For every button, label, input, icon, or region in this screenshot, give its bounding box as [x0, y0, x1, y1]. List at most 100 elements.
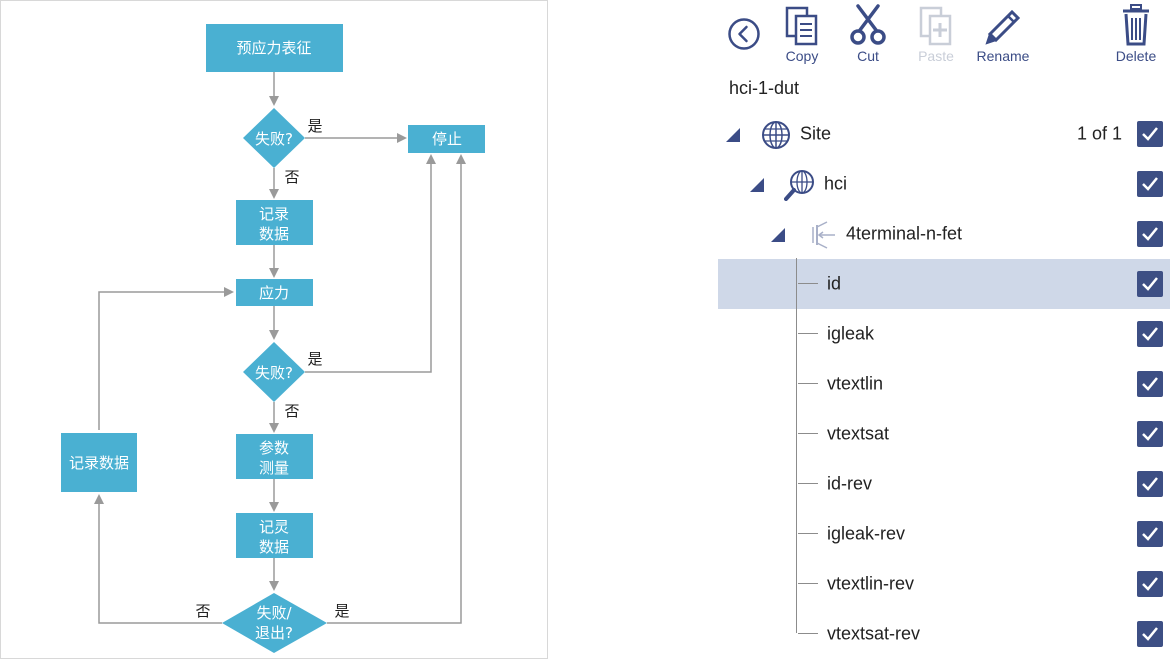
tree-row-test-igleak-rev[interactable]: igleak-rev	[718, 509, 1170, 559]
globe-search-icon	[784, 170, 814, 201]
checkmark-icon	[1142, 327, 1158, 341]
tree-row-test-vtextsat[interactable]: vtextsat	[718, 409, 1170, 459]
tree-connector	[798, 333, 818, 334]
decision3-diamond	[222, 593, 327, 653]
arrow-d3-to-side	[94, 494, 222, 624]
test-label: id	[827, 273, 842, 294]
decision3-yes-label: 是	[334, 602, 349, 620]
site-count: 1 of 1	[1076, 123, 1122, 144]
arrow-side-to-stress	[98, 287, 234, 430]
cut-button[interactable]: Cut	[846, 0, 890, 70]
tree-connector	[798, 583, 818, 584]
decision1-diamond	[243, 108, 305, 168]
tree-row-test-vtextlin[interactable]: vtextlin	[718, 359, 1170, 409]
delete-label: Delete	[1115, 48, 1157, 64]
tree-connector	[798, 483, 818, 484]
tree-connector	[798, 283, 818, 284]
transistor-icon	[812, 221, 835, 249]
decision2-yes-label: 是	[307, 350, 322, 368]
record2-box	[236, 513, 313, 558]
tree-row-test-vtextlin-rev[interactable]: vtextlin-rev	[718, 559, 1170, 609]
expand-triangle-icon[interactable]	[725, 127, 741, 143]
decision1-yes-label: 是	[307, 117, 322, 135]
test-checkbox[interactable]	[1137, 421, 1163, 447]
delete-button[interactable]: Delete	[1112, 0, 1160, 70]
checkmark-icon	[1142, 627, 1158, 641]
flowchart-panel: 预应力表征 失败? 停止 记录 数据 应力 失败? 参数 测量 记灵 数据 失败…	[0, 0, 548, 659]
hci-checkbox[interactable]	[1137, 171, 1163, 197]
checkmark-icon	[1142, 227, 1158, 241]
paste-button[interactable]: Paste	[912, 0, 960, 70]
decision2-diamond	[243, 342, 305, 402]
record1-text-line1: 记录	[259, 205, 289, 223]
test-label: vtextsat	[827, 423, 890, 444]
checkmark-icon	[1142, 277, 1158, 291]
tree-row-test-vtextsat-rev[interactable]: vtextsat-rev	[718, 609, 1170, 659]
back-button[interactable]	[728, 18, 760, 50]
site-checkbox[interactable]	[1137, 121, 1163, 147]
test-checkbox[interactable]	[1137, 571, 1163, 597]
checkmark-icon	[1142, 377, 1158, 391]
tree-connector	[798, 433, 818, 434]
test-label: igleak-rev	[827, 523, 906, 544]
checkmark-icon	[1142, 127, 1158, 141]
tree-vertical-connector	[796, 258, 797, 633]
copy-label: Copy	[785, 48, 819, 64]
cut-label: Cut	[857, 48, 879, 64]
record2-text-line1: 记灵	[259, 518, 289, 536]
test-checkbox[interactable]	[1137, 471, 1163, 497]
test-label: vtextsat-rev	[827, 623, 921, 644]
expand-triangle-icon[interactable]	[749, 177, 765, 193]
decision2-text: 失败?	[255, 364, 293, 382]
tree-row-site[interactable]: Site 1 of 1	[718, 109, 1170, 159]
decision1-no-label: 否	[284, 168, 299, 186]
tree-connector	[798, 533, 818, 534]
test-label: id-rev	[827, 473, 873, 494]
chevron-left-circle-icon	[728, 18, 760, 50]
stop-text: 停止	[432, 130, 462, 148]
pencil-icon	[985, 9, 1021, 45]
side-record-text: 记录数据	[69, 454, 129, 472]
site-label: Site	[800, 123, 832, 144]
tree-connector	[798, 633, 818, 634]
tree-row-hci[interactable]: hci	[718, 159, 1170, 209]
decision3-text-line1: 失败/	[256, 604, 292, 622]
test-label: vtextlin-rev	[827, 573, 915, 594]
start-box	[206, 24, 343, 72]
test-checkbox[interactable]	[1137, 621, 1163, 647]
test-checkbox[interactable]	[1137, 521, 1163, 547]
test-checkbox[interactable]	[1137, 321, 1163, 347]
tree-row-test-igleak[interactable]: igleak	[718, 309, 1170, 359]
record2-text-line2: 数据	[259, 538, 289, 556]
flowchart-diagram: 预应力表征 失败? 停止 记录 数据 应力 失败? 参数 测量 记灵 数据 失败…	[61, 24, 485, 653]
test-checkbox[interactable]	[1137, 271, 1163, 297]
side-record-box	[61, 433, 137, 492]
start-text: 预应力表征	[236, 39, 311, 57]
measure-text-line1: 参数	[259, 439, 289, 457]
device-checkbox[interactable]	[1137, 221, 1163, 247]
rename-button[interactable]: Rename	[972, 0, 1034, 70]
expand-triangle-icon[interactable]	[770, 227, 786, 243]
copy-button[interactable]: Copy	[778, 0, 826, 70]
copy-icon	[785, 6, 818, 46]
device-label: 4terminal-n-fet	[846, 223, 963, 244]
measure-text-line2: 测量	[259, 459, 289, 477]
test-checkbox[interactable]	[1137, 371, 1163, 397]
arrow-d3-to-stop	[327, 154, 466, 624]
decision3-no-label: 否	[195, 602, 210, 620]
decision2-no-label: 否	[284, 402, 299, 420]
globe-icon	[762, 121, 790, 149]
checkmark-icon	[1142, 527, 1158, 541]
checkmark-icon	[1142, 577, 1158, 591]
stop-box	[408, 125, 485, 153]
tree-row-device[interactable]: 4terminal-n-fet	[718, 209, 1170, 259]
measure-box	[236, 434, 313, 479]
record1-box	[236, 200, 313, 245]
rename-label: Rename	[976, 48, 1030, 64]
tree-row-test-id-rev[interactable]: id-rev	[718, 459, 1170, 509]
tree-row-test-id[interactable]: id	[718, 259, 1170, 309]
stress-box	[236, 279, 313, 306]
checkmark-icon	[1142, 477, 1158, 491]
checkmark-icon	[1142, 427, 1158, 441]
trash-icon	[1123, 4, 1149, 46]
